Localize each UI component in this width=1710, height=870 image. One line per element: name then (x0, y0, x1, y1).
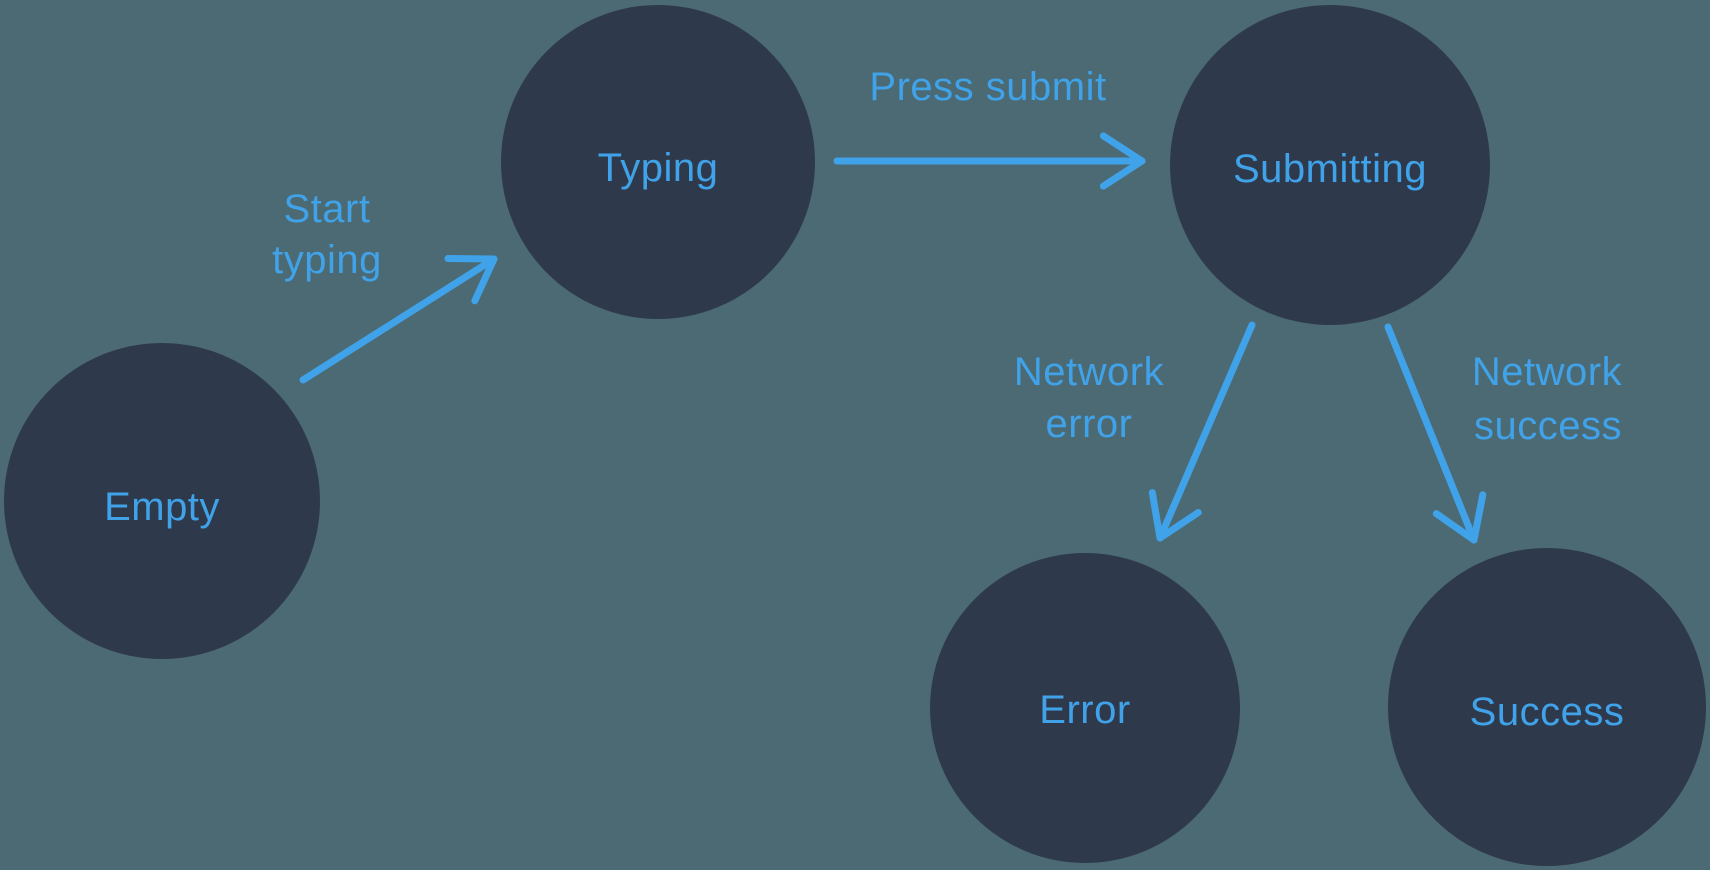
state-node-error: Error (930, 553, 1240, 863)
transition-network-success: Network success (1384, 323, 1623, 544)
edge-label-start-typing-line1: Start (284, 187, 371, 231)
state-circle-empty (4, 343, 320, 659)
edge-label-network-error-line2: error (1046, 402, 1133, 446)
state-label-typing: Typing (598, 146, 719, 190)
edge-label-network-error-line1: Network (1014, 350, 1165, 394)
state-label-error: Error (1039, 688, 1130, 732)
edge-arrow-network-success (1384, 323, 1478, 544)
arrowhead-icon (1099, 132, 1146, 190)
arrowhead-icon (1432, 491, 1487, 544)
state-circle-success (1388, 548, 1706, 866)
arrowhead-icon (444, 255, 498, 305)
transition-start-typing: Start typing (272, 187, 498, 384)
state-node-empty: Empty (4, 343, 320, 659)
edge-label-start-typing-line2: typing (272, 238, 382, 282)
state-label-submitting: Submitting (1233, 147, 1427, 191)
edge-arrow-start-typing (299, 255, 498, 384)
state-circle-error (930, 553, 1240, 863)
state-label-empty: Empty (104, 485, 220, 529)
state-node-typing: Typing (501, 5, 815, 319)
state-circle-typing (501, 5, 815, 319)
transition-press-submit: Press submit (833, 65, 1146, 190)
arrowhead-icon (1148, 489, 1202, 542)
edge-arrow-network-error (1156, 321, 1256, 542)
state-node-submitting: Submitting (1170, 5, 1490, 325)
transition-network-error: Network error (1014, 321, 1256, 542)
state-node-success: Success (1388, 548, 1706, 866)
state-label-success: Success (1470, 690, 1625, 734)
state-circle-submitting (1170, 5, 1490, 325)
edge-label-network-success-line1: Network (1472, 350, 1623, 394)
edge-label-network-success-line2: success (1474, 404, 1622, 448)
edge-label-press-submit-line1: Press submit (869, 65, 1106, 109)
